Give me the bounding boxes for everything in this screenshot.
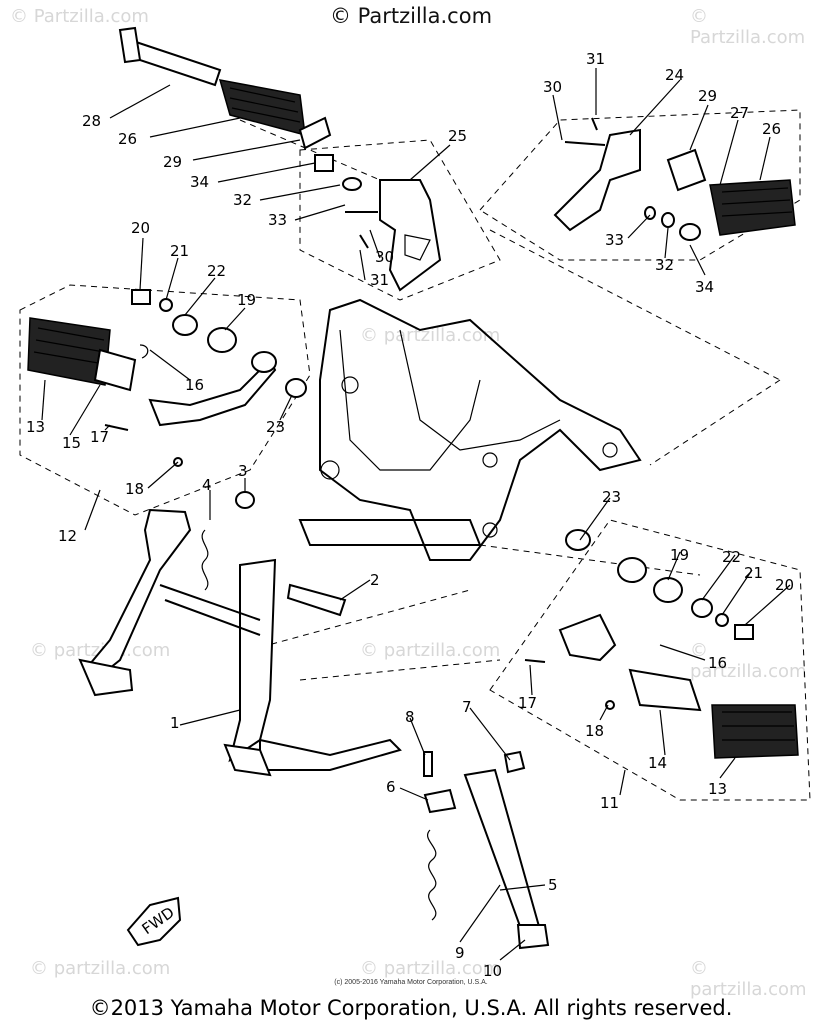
group-outline-24 — [479, 109, 801, 261]
watermark-mid-center: © partzilla.com — [360, 640, 501, 661]
leader-lines — [41, 68, 791, 961]
callout-20-left: 20 — [131, 219, 150, 237]
leader-dash-5 — [249, 589, 471, 651]
callout-1: 1 — [170, 714, 180, 732]
frame — [298, 298, 642, 561]
callout-5: 5 — [548, 876, 558, 894]
callout-22-right: 22 — [722, 548, 741, 566]
callout-23-right: 23 — [602, 488, 621, 506]
callout-21-right: 21 — [744, 564, 763, 582]
callout-8: 8 — [405, 708, 415, 726]
callout-14: 14 — [648, 754, 667, 772]
rear-bracket-right-25 — [345, 179, 442, 292]
rear-bracket-left-24 — [553, 117, 796, 241]
side-stand — [423, 750, 550, 950]
callout-31-right: 31 — [586, 50, 605, 68]
callout-2: 2 — [370, 571, 380, 589]
watermark-bottom-left: © partzilla.com — [30, 958, 171, 979]
callout-19-left: 19 — [237, 291, 256, 309]
leader-dash-4 — [479, 544, 701, 576]
callout-29-left: 29 — [163, 153, 182, 171]
callout-16-left: 16 — [185, 376, 204, 394]
group-outline-25 — [299, 139, 501, 301]
callout-25: 25 — [448, 127, 467, 145]
callout-26-right: 26 — [762, 120, 781, 138]
callout-3: 3 — [238, 462, 248, 480]
front-footrest-right — [524, 529, 799, 759]
callout-32-left: 32 — [233, 191, 252, 209]
footer-copyright: ©2013 Yamaha Motor Corporation, U.S.A. A… — [89, 996, 733, 1020]
callout-30-right: 30 — [543, 78, 562, 96]
callout-13-left: 13 — [26, 418, 45, 436]
callout-27: 27 — [730, 104, 749, 122]
callout-17-left: 17 — [90, 428, 109, 446]
callout-6: 6 — [386, 778, 396, 796]
callout-10: 10 — [483, 962, 502, 980]
group-outline-12 — [19, 284, 311, 516]
callout-24: 24 — [665, 66, 684, 84]
callout-34-right: 34 — [695, 278, 714, 296]
callout-16-right: 16 — [708, 654, 727, 672]
leader-dash-1 — [489, 229, 781, 381]
callout-30-left: 30 — [375, 248, 394, 266]
leader-dash-6 — [299, 659, 501, 681]
rear-footrest-left — [118, 26, 362, 191]
callout-17-right: 17 — [518, 694, 537, 712]
leader-dash-2 — [649, 379, 781, 466]
callout-31-left: 31 — [370, 271, 389, 289]
callout-33-right: 33 — [605, 231, 624, 249]
callout-18-left: 18 — [125, 480, 144, 498]
callout-13-right: 13 — [708, 780, 727, 798]
callout-29-right: 29 — [698, 87, 717, 105]
callout-23-left: 23 — [266, 418, 285, 436]
main-stand — [78, 491, 402, 777]
watermark-top-left: © Partzilla.com — [10, 6, 149, 27]
callout-12: 12 — [58, 527, 77, 545]
callout-15: 15 — [62, 434, 81, 452]
front-footrest-left — [27, 289, 307, 467]
small-copyright: (c) 2005-2016 Yamaha Motor Corporation, … — [334, 979, 488, 986]
callout-11: 11 — [600, 794, 619, 812]
leader-dash-3 — [239, 119, 381, 181]
callout-28: 28 — [82, 112, 101, 130]
watermark-bottom-center: © partzilla.com — [360, 958, 501, 979]
callout-21-left: 21 — [170, 242, 189, 260]
callout-20-right: 20 — [775, 576, 794, 594]
callout-7: 7 — [462, 698, 472, 716]
callout-22-left: 22 — [207, 262, 226, 280]
group-outline-11 — [489, 519, 811, 801]
watermark-upper-center: © partzilla.com — [360, 325, 501, 346]
callout-32-right: 32 — [655, 256, 674, 274]
callout-4: 4 — [202, 476, 212, 494]
callout-34-left: 34 — [190, 173, 209, 191]
callout-labels: 1 2 3 4 5 6 7 8 9 10 11 12 13 13 14 15 1… — [26, 50, 794, 980]
callout-19-right: 19 — [670, 546, 689, 564]
callout-33-left: 33 — [268, 211, 287, 229]
callout-26-left: 26 — [118, 130, 137, 148]
callout-18-right: 18 — [585, 722, 604, 740]
watermark-mid-right: © partzilla.com — [690, 640, 807, 682]
callout-9: 9 — [455, 944, 465, 962]
watermark-top-right: © Partzilla.com — [690, 6, 806, 48]
header-watermark: © Partzilla.com — [329, 4, 493, 28]
fwd-arrow: FWD — [126, 896, 182, 947]
watermark-bottom-right: © partzilla.com — [690, 958, 807, 1000]
